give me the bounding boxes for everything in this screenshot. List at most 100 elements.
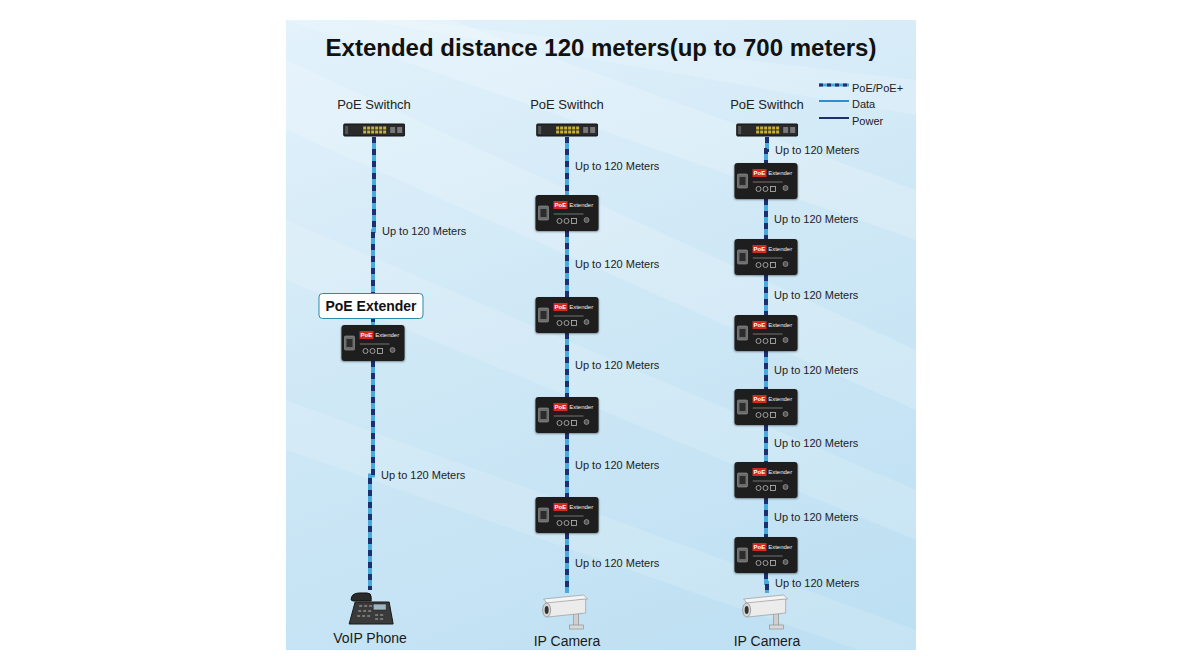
extender-logo: PoEExtender [753,543,793,551]
poe-cable [766,498,767,537]
legend-sample [818,113,850,123]
extender-logo: PoEExtender [753,395,793,403]
poe-cable [766,425,767,462]
legend-text: Data [852,98,875,110]
ip-camera: IP Camera [534,593,601,650]
logo-badge: PoE [753,543,767,551]
extender-marks [753,332,793,346]
logo-word: Extender [569,201,593,209]
extender-logo: PoEExtender [753,321,793,329]
distance-label: Up to 120 Meters [774,213,858,226]
extender-marks [753,256,793,270]
distance-label: Up to 120 Meters [382,225,466,238]
distance-label: Up to 120 Meters [575,160,659,173]
poe-cable [766,137,767,163]
extender-marks [554,514,594,528]
device-label: VoIP Phone [333,630,407,647]
logo-badge: PoE [554,201,568,209]
poe-extender: PoEExtender [735,315,798,351]
logo-word: Extender [375,331,399,339]
poe-cable [766,199,767,239]
poe-extender: PoEExtender [536,397,599,433]
distance-label: Up to 120 Meters [775,577,859,590]
legend-row: Power [818,111,883,125]
switch-label: PoE Swithch [337,97,411,113]
distance-label: Up to 120 Meters [774,289,858,302]
poe-switch: PoE Swithch [530,97,604,137]
extender-port [735,389,749,425]
switch-icon [736,123,798,137]
extender-logo: PoEExtender [753,169,793,177]
poe-cable [567,333,568,397]
logo-badge: PoE [753,468,767,476]
extender-port [536,397,550,433]
poe-cable [567,231,568,297]
poe-cable [766,573,767,593]
logo-word: Extender [768,321,792,329]
extender-logo: PoEExtender [753,245,793,253]
poe-extender: PoEExtender [735,389,798,425]
callout-box: PoE Extender [318,293,423,319]
logo-badge: PoE [554,303,568,311]
poe-switch: PoE Swithch [337,97,411,137]
logo-word: Extender [569,503,593,511]
extender-port [536,297,550,333]
voip-phone: VoIP Phone [333,590,407,647]
poe-extender: PoEExtender [342,325,405,361]
extender-marks [554,414,594,428]
logo-word: Extender [768,395,792,403]
poe-extender: PoEExtender [735,537,798,573]
logo-word: Extender [768,543,792,551]
logo-word: Extender [768,468,792,476]
logo-word: Extender [768,245,792,253]
extender-port [735,462,749,498]
distance-label: Up to 120 Meters [575,459,659,472]
poe-cable [766,351,767,389]
extender-logo: PoEExtender [554,201,594,209]
legend-row: Data [818,94,875,108]
logo-badge: PoE [554,403,568,411]
logo-badge: PoE [360,331,374,339]
poe-extender: PoEExtender [536,497,599,533]
logo-word: Extender [768,169,792,177]
switch-icon [536,123,598,137]
switch-icon [343,123,405,137]
extender-port [735,315,749,351]
callout-text: PoE Extender [325,298,416,314]
extender-logo: PoEExtender [554,403,594,411]
legend-text: PoE/PoE+ [852,82,903,94]
poe-extender: PoEExtender [735,163,798,199]
poe-cable [766,275,767,315]
logo-badge: PoE [753,169,767,177]
legend-row: PoE/PoE+ [818,78,903,92]
legend-sample [818,80,850,90]
voip-phone-icon [345,590,395,628]
extender-port [735,239,749,275]
diagram-title: Extended distance 120 meters(up to 700 m… [286,34,916,62]
poe-extender: PoEExtender [735,462,798,498]
extender-marks [360,342,400,356]
poe-cable [370,361,373,590]
legend-sample [818,96,850,106]
poe-cable [567,433,568,497]
poe-switch: PoE Swithch [730,97,804,137]
logo-badge: PoE [753,395,767,403]
extender-logo: PoEExtender [554,503,594,511]
extender-marks [753,406,793,420]
extender-port [735,537,749,573]
ip-camera-icon [538,593,596,631]
extender-port [536,195,550,231]
switch-label: PoE Swithch [530,97,604,113]
logo-badge: PoE [753,321,767,329]
extender-marks [753,180,793,194]
poe-cable [567,137,568,195]
ip-camera: IP Camera [734,593,801,650]
device-label: IP Camera [734,633,801,650]
ip-camera-icon [738,593,796,631]
distance-label: Up to 120 Meters [774,437,858,450]
extender-marks [753,554,793,568]
extender-logo: PoEExtender [360,331,400,339]
poe-extender: PoEExtender [536,297,599,333]
extender-port [536,497,550,533]
distance-label: Up to 120 Meters [774,364,858,377]
